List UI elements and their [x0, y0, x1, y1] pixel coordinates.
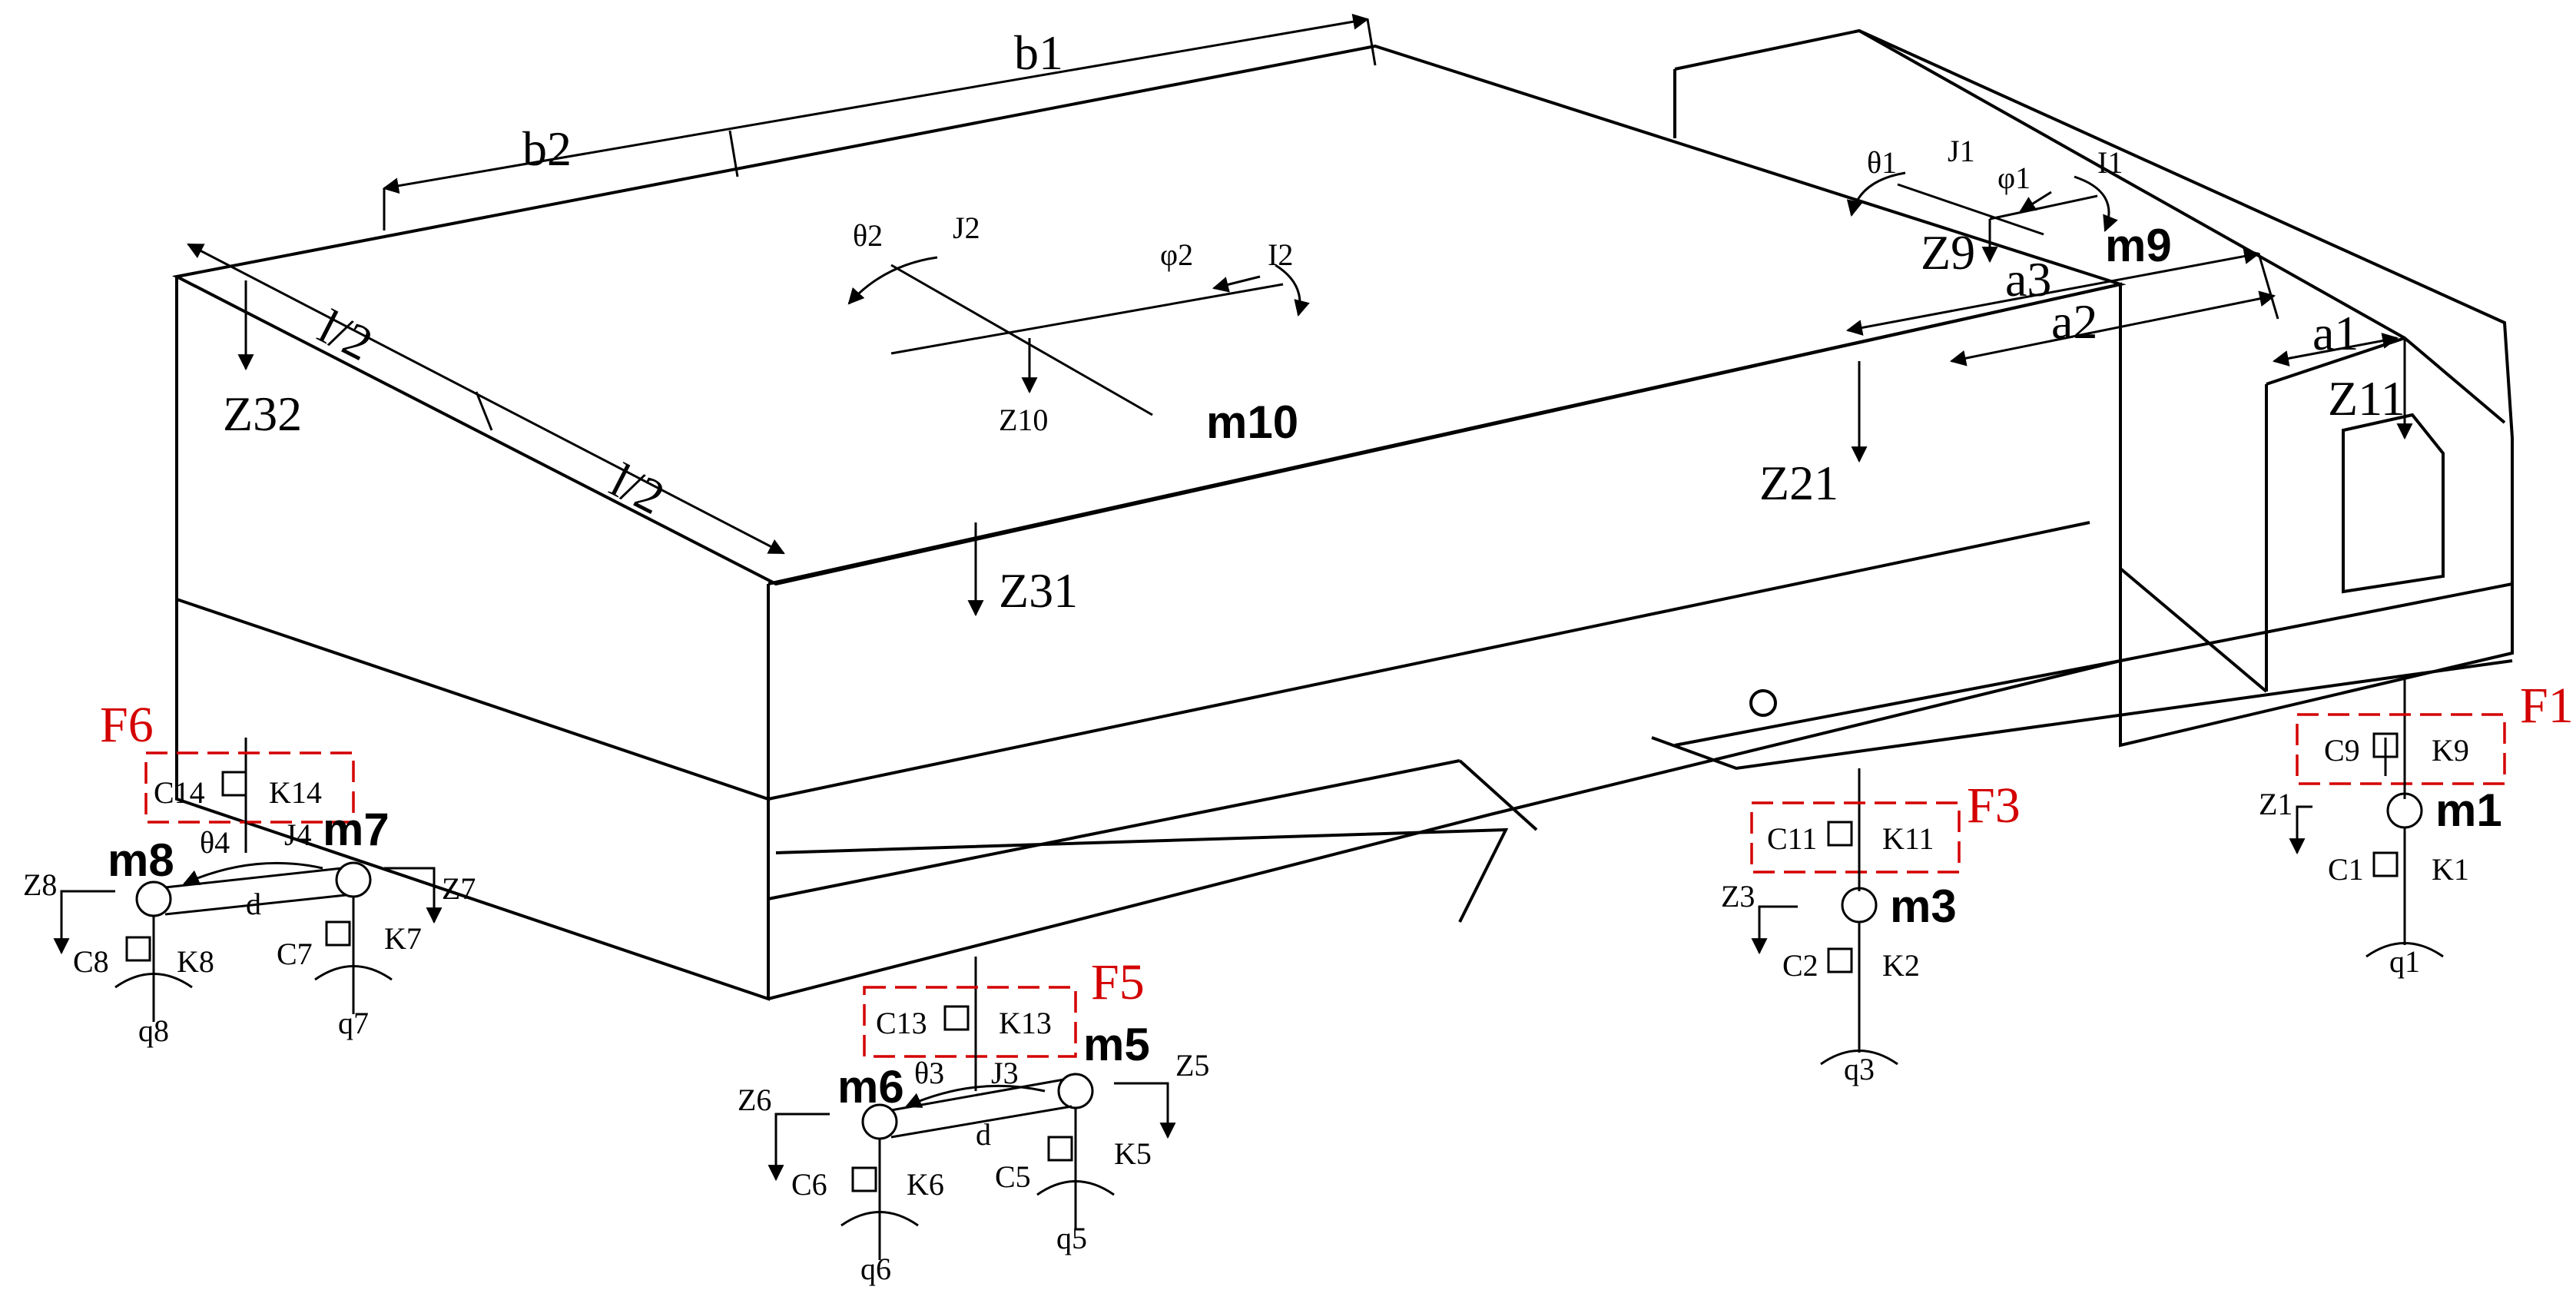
label-q7: q7 [338, 1006, 369, 1040]
label-z31: Z31 [999, 563, 1078, 618]
label-i1: I1 [2097, 145, 2123, 180]
label-c11: C11 [1767, 821, 1817, 856]
suspension-f5 [767, 957, 1176, 1260]
label-m5: m5 [1083, 1019, 1150, 1070]
labels: b1 b2 l/2 l/2 Z32 Z31 Z21 Z11 Z10 Z9 θ2 … [23, 25, 2574, 1286]
label-z6: Z6 [738, 1083, 771, 1117]
label-theta2: θ2 [853, 218, 883, 253]
label-c7: C7 [277, 937, 313, 971]
label-a1: a1 [2312, 306, 2359, 360]
main-body [171, 44, 2127, 1001]
label-c13: C13 [876, 1006, 927, 1040]
label-a3: a3 [2005, 252, 2051, 307]
suspension-f1 [2289, 676, 2506, 958]
label-k14: K14 [269, 775, 322, 810]
label-k9: K9 [2432, 733, 2469, 768]
label-b2: b2 [522, 121, 572, 176]
label-i2: I2 [1268, 237, 1293, 272]
suspension-f6 [53, 738, 443, 1022]
label-z8: Z8 [23, 867, 57, 902]
label-q8: q8 [138, 1013, 169, 1048]
label-theta3: θ3 [914, 1056, 944, 1090]
label-b1: b1 [1014, 25, 1063, 80]
label-c1: C1 [2328, 852, 2364, 887]
label-k5: K5 [1114, 1136, 1152, 1171]
f3-frame [1750, 801, 1961, 874]
label-k11: K11 [1882, 821, 1934, 856]
label-z32: Z32 [223, 386, 302, 441]
suspension-f3 [1750, 768, 1961, 1066]
label-z7: Z7 [442, 871, 476, 906]
label-f3: F3 [1967, 778, 2021, 834]
label-q6: q6 [860, 1252, 891, 1286]
label-c8: C8 [73, 944, 109, 979]
label-j2: J2 [953, 211, 980, 245]
label-c5: C5 [995, 1159, 1031, 1194]
label-z21: Z21 [1759, 456, 1838, 510]
label-j3: J3 [991, 1056, 1019, 1090]
label-k8: K8 [177, 944, 214, 979]
label-m7: m7 [323, 804, 390, 855]
label-c2: C2 [1782, 948, 1818, 983]
cab-section [1651, 28, 2514, 771]
label-d-upper: d [246, 887, 261, 921]
label-k1: K1 [2432, 852, 2469, 887]
label-j4: J4 [284, 817, 312, 852]
label-z10: Z10 [999, 403, 1048, 437]
f5-frame [863, 986, 1077, 1058]
label-z9: Z9 [1921, 225, 1975, 280]
label-k6: K6 [907, 1167, 944, 1202]
label-f5: F5 [1091, 954, 1145, 1010]
label-z3: Z3 [1721, 879, 1755, 914]
dimension-lines [187, 13, 2399, 555]
label-theta1: θ1 [1867, 145, 1897, 180]
label-k2: K2 [1882, 948, 1920, 983]
label-f6: F6 [100, 697, 154, 753]
label-c6: C6 [791, 1167, 827, 1202]
label-m1: m1 [2435, 784, 2502, 836]
label-k13: K13 [999, 1006, 1052, 1040]
motion-indicators [237, 171, 2413, 617]
label-q5: q5 [1056, 1221, 1087, 1255]
label-z11: Z11 [2328, 371, 2405, 426]
label-l2-upper: l/2 [310, 299, 381, 371]
label-z1: Z1 [2259, 787, 2293, 821]
label-m6: m6 [837, 1061, 904, 1113]
label-phi2: φ2 [1160, 237, 1193, 272]
label-a2: a2 [2051, 294, 2097, 349]
label-m9: m9 [2105, 220, 2172, 271]
label-j1: J1 [1948, 134, 1975, 168]
label-phi1: φ1 [1997, 161, 2031, 195]
label-m10: m10 [1206, 396, 1298, 448]
label-q3: q3 [1844, 1052, 1875, 1086]
label-c14: C14 [154, 775, 205, 810]
label-d-lower: d [976, 1117, 991, 1152]
label-c9: C9 [2324, 733, 2360, 768]
label-m3: m3 [1890, 880, 1957, 932]
label-m8: m8 [108, 834, 174, 886]
label-theta4: θ4 [200, 825, 230, 860]
label-k7: K7 [384, 921, 422, 956]
label-f1: F1 [2520, 678, 2574, 734]
f1-frame [2296, 713, 2506, 785]
label-z5: Z5 [1175, 1048, 1209, 1083]
label-q1: q1 [2389, 944, 2420, 979]
f6-frame [144, 751, 355, 824]
